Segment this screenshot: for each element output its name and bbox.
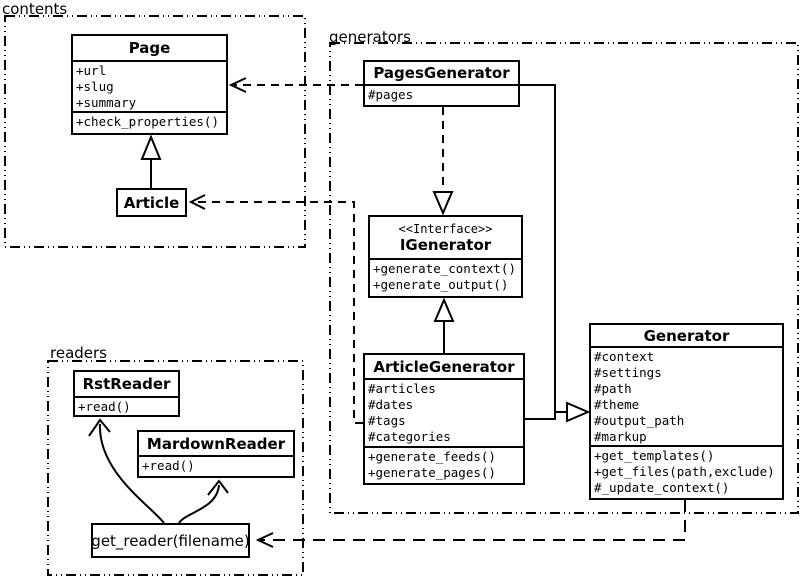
inheritance-arrow-generators-to-generator: [520, 84, 591, 423]
dependency-arrow-generator-to-getreader: [255, 500, 686, 548]
class-title: MardownReader: [139, 432, 293, 457]
package-contents-border: [4, 15, 306, 248]
class-method: +read(): [142, 458, 195, 473]
realization-arrow-pagesgenerator-to-igenerator: [432, 107, 454, 216]
class-name: IGenerator: [399, 235, 492, 254]
call-arrow-getreader-to-mardownreader: [178, 479, 229, 524]
class-method: +get_templates(): [594, 448, 715, 463]
class-title: Generator: [591, 325, 782, 348]
class-attribute: #tags: [368, 413, 406, 428]
class-title: PagesGenerator: [365, 62, 518, 86]
class-method: +generate_context(): [373, 261, 516, 276]
function-label: get_reader(filename): [91, 531, 250, 550]
class-box-articlegenerator: ArticleGenerator #articles #dates #tags …: [363, 353, 525, 485]
class-title: Page: [73, 36, 226, 62]
inheritance-arrow-article-to-page: [140, 134, 162, 188]
class-title: <<Interface>> IGenerator: [370, 217, 521, 260]
class-method: +generate_pages(): [368, 465, 496, 480]
package-label-readers: readers: [50, 344, 107, 362]
dependency-arrow-articlegenerator-to-article: [188, 194, 363, 424]
dependency-arrow-pagesgenerator-to-page: [228, 77, 363, 93]
class-box-page: Page +url +slug +summary +check_properti…: [71, 34, 228, 135]
class-attribute: #theme: [594, 397, 640, 412]
class-attributes: #context #settings #path #theme #output_…: [591, 348, 782, 447]
class-method: +check_properties(): [76, 114, 219, 129]
class-attribute: +slug: [76, 79, 114, 94]
class-box-mardownreader: MardownReader +read(): [137, 430, 295, 478]
class-title: RstReader: [75, 372, 178, 398]
class-attributes: #articles #dates #tags #categories: [365, 380, 523, 448]
class-box-igenerator: <<Interface>> IGenerator +generate_conte…: [368, 215, 523, 298]
class-attribute: #markup: [594, 429, 647, 444]
class-attribute: +summary: [76, 95, 137, 110]
class-title: Article: [123, 193, 180, 212]
class-attributes: +url +slug +summary: [73, 62, 226, 113]
class-attribute: #context: [594, 349, 655, 364]
class-attribute: #categories: [368, 429, 451, 444]
class-method: +generate_output(): [373, 277, 509, 292]
class-attribute: +url: [76, 63, 107, 78]
class-attribute: #path: [594, 381, 632, 396]
class-methods: +get_templates() +get_files(path,exclude…: [591, 447, 782, 498]
class-methods: +generate_feeds() +generate_pages(): [365, 448, 523, 483]
class-attribute: #pages: [368, 87, 414, 102]
class-title: ArticleGenerator: [365, 355, 523, 380]
class-box-pagesgenerator: PagesGenerator #pages: [363, 60, 520, 107]
class-method: #_update_context(): [594, 480, 730, 495]
class-attribute: #settings: [594, 365, 662, 380]
class-attributes: #pages: [365, 86, 518, 105]
class-methods: +read(): [139, 457, 293, 476]
class-attribute: #articles: [368, 381, 436, 396]
class-attribute: #output_path: [594, 413, 685, 428]
class-method: +read(): [78, 399, 131, 414]
class-stereotype: <<Interface>>: [398, 221, 493, 236]
class-methods: +generate_context() +generate_output(): [370, 260, 521, 296]
package-label-contents: contents: [2, 0, 68, 18]
class-box-generator: Generator #context #settings #path #them…: [589, 323, 784, 500]
package-label-generators: generators: [329, 28, 411, 46]
class-method: +get_files(path,exclude): [594, 464, 775, 479]
class-methods: +read(): [75, 398, 178, 415]
inheritance-arrow-articlegenerator-to-igenerator: [433, 297, 455, 353]
package-generators-border: [329, 42, 799, 514]
class-box-article: Article: [116, 188, 187, 217]
class-methods: +check_properties(): [73, 113, 226, 133]
class-attribute: #dates: [368, 397, 414, 412]
package-readers-border: [47, 360, 304, 576]
call-arrow-getreader-to-rstreader: [88, 418, 165, 524]
function-box-get-reader: get_reader(filename): [91, 523, 250, 558]
class-method: +generate_feeds(): [368, 449, 496, 464]
class-box-rstreader: RstReader +read(): [73, 370, 180, 417]
